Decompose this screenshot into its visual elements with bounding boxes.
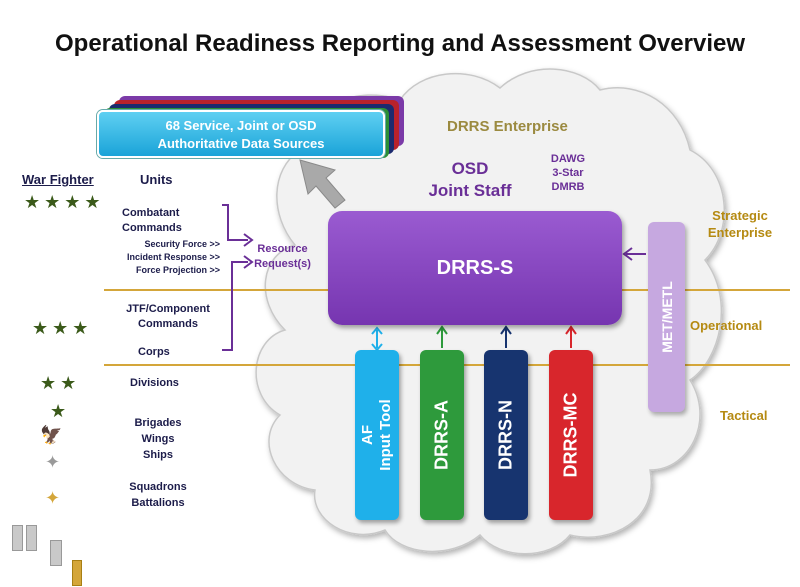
dawg-line3: DMRB: [551, 181, 585, 193]
brigades-label: Brigades Wings Ships: [118, 415, 198, 463]
eagle-insignia-icon: 🦅: [40, 425, 63, 445]
met-metl-box: MET/METL: [648, 222, 685, 412]
captain-bars-icon: [8, 525, 38, 551]
resource-line2: Request(s): [254, 258, 311, 270]
af-line1: AF: [359, 425, 376, 445]
osd-line1: OSD: [451, 159, 489, 178]
squadrons-label: Squadrons Battalions: [118, 479, 198, 511]
drrs-a-bar: DRRS-A: [420, 350, 464, 520]
page-title: Operational Readiness Reporting and Asse…: [55, 30, 745, 57]
brigades-line: Brigades: [134, 417, 182, 429]
data-sources-line1: 68 Service, Joint or OSD: [165, 118, 317, 133]
af-line2: Input Tool: [377, 399, 394, 471]
drrs-n-bar: DRRS-N: [484, 350, 528, 520]
second-lieutenant-bar-icon: [72, 560, 82, 586]
battalions-line: Battalions: [131, 497, 185, 509]
three-star-icon: ★★★: [32, 318, 93, 338]
jtf-line2: Commands: [138, 318, 198, 330]
level-tactical: Tactical: [720, 408, 768, 423]
ships-line: Ships: [143, 449, 173, 461]
af-input-tool-bar: AF Input Tool: [355, 350, 399, 520]
force-projection-label: Force Projection >>: [135, 265, 220, 275]
force-types: Security Force >> Incident Response >> F…: [100, 238, 220, 277]
jtf-component-label: JTF/Component Commands: [108, 302, 228, 332]
drrs-mc-label: DRRS-MC: [560, 392, 581, 478]
wings-line: Wings: [141, 433, 175, 445]
corps-label: Corps: [138, 346, 170, 358]
drrs-mc-bar: DRRS-MC: [549, 350, 593, 520]
dawg-label: DAWG 3-Star DMRB: [540, 152, 596, 194]
osd-line2: Joint Staff: [428, 181, 512, 200]
dawg-line1: DAWG: [550, 153, 586, 165]
osd-label: OSD Joint Staff: [410, 158, 530, 202]
resource-requests-label: Resource Request(s): [250, 242, 315, 272]
data-sources-box: 68 Service, Joint or OSD Authoritative D…: [97, 110, 385, 158]
one-star-icon: ★: [50, 401, 67, 421]
four-star-icon: ★★★★: [24, 192, 105, 212]
units-header: Units: [140, 172, 173, 187]
level-strategic: Strategic Enterprise: [700, 207, 780, 241]
security-force-label: Security Force >>: [144, 239, 220, 249]
level-operational: Operational: [690, 318, 763, 333]
level-strategic-line1: Strategic: [712, 208, 768, 223]
resource-line1: Resource: [257, 243, 308, 255]
drrs-s-box: DRRS-S: [328, 211, 622, 325]
combatant-commands-label: Combatant Commands: [122, 206, 182, 236]
data-sources-line2: Authoritative Data Sources: [157, 136, 325, 151]
combatant-line1: Combatant: [122, 207, 180, 219]
met-metl-label: MET/METL: [658, 281, 675, 353]
drrs-a-label: DRRS-A: [431, 400, 452, 470]
silver-oak-leaf-icon: ✦: [45, 452, 61, 472]
drrs-n-label: DRRS-N: [495, 400, 516, 470]
jtf-line1: JTF/Component: [126, 303, 210, 315]
squadrons-line: Squadrons: [129, 481, 187, 493]
two-star-icon: ★★: [40, 373, 81, 393]
drrs-s-label: DRRS-S: [436, 256, 514, 279]
combatant-line2: Commands: [122, 222, 182, 234]
war-fighter-header: War Fighter: [22, 172, 94, 187]
divisions-label: Divisions: [130, 377, 179, 389]
af-input-tool-label: AF Input Tool: [359, 399, 395, 470]
level-strategic-line2: Enterprise: [707, 225, 773, 240]
gold-oak-leaf-icon: ✦: [45, 488, 61, 508]
dawg-line2: 3-Star: [552, 167, 584, 179]
cloud-title: DRRS Enterprise: [447, 118, 568, 135]
incident-response-label: Incident Response >>: [126, 252, 220, 262]
first-lieutenant-bar-icon: [50, 540, 62, 566]
